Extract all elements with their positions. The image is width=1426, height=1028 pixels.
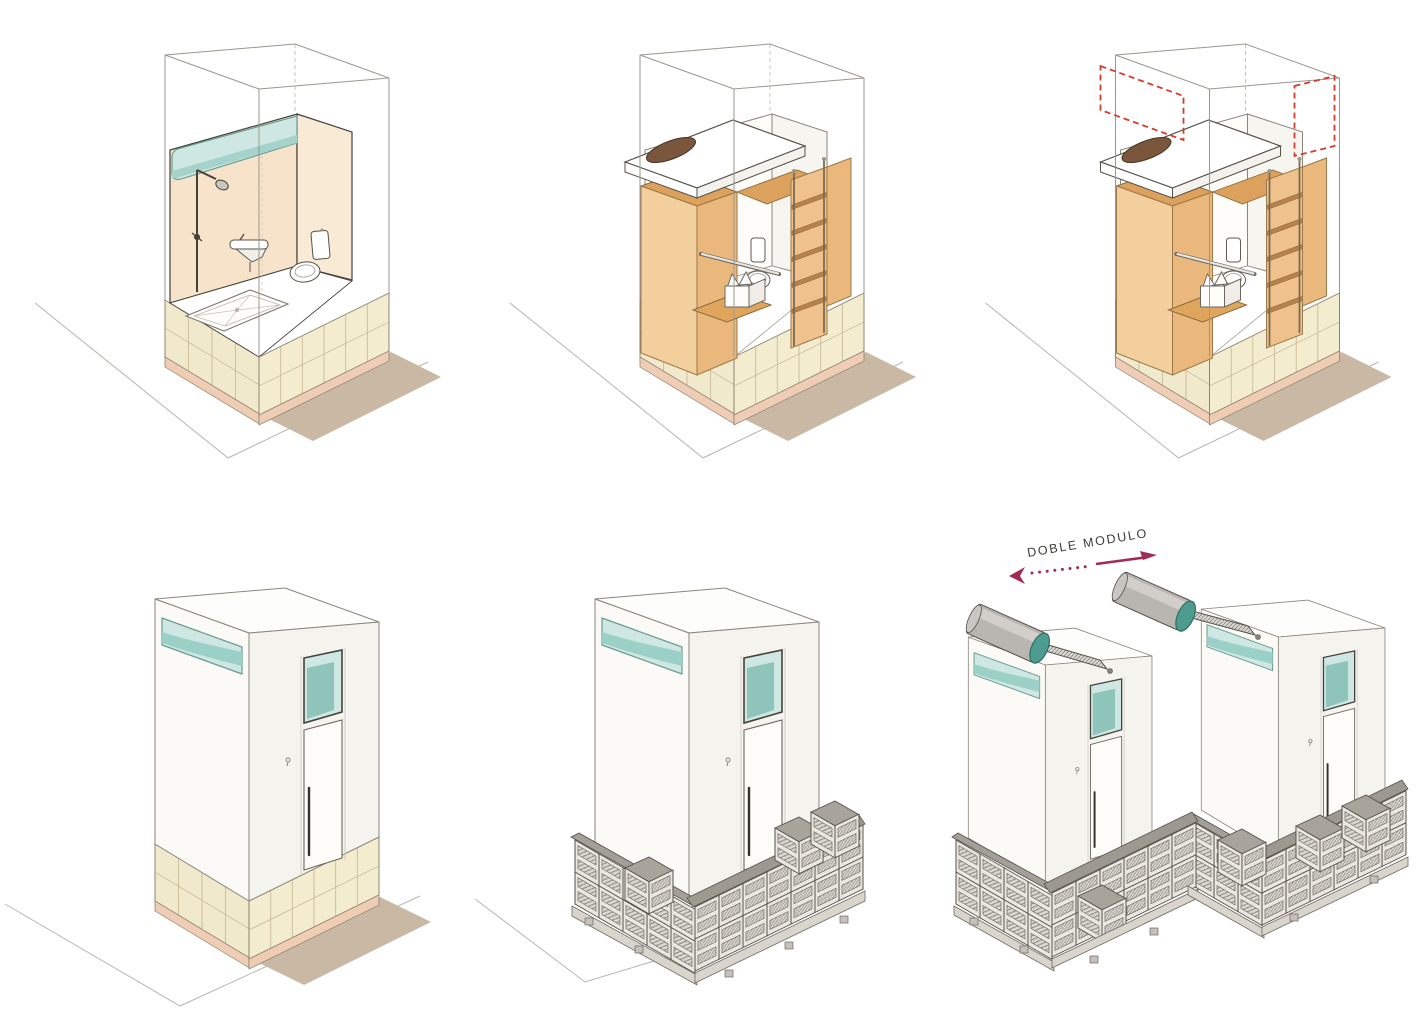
open-module-furnished-illustration — [509, 43, 917, 459]
pallets — [571, 890, 866, 986]
panel-open-module-bathroom — [0, 0, 475, 514]
shower-icon — [191, 169, 229, 292]
open-module-bathroom-illustration — [34, 43, 442, 459]
solar-heater-right — [1108, 569, 1261, 640]
panel-open-module-window-openings — [950, 0, 1426, 514]
crate-base — [570, 801, 866, 974]
solar-heater-left — [962, 601, 1113, 674]
toilet-icon — [289, 228, 331, 283]
closed-module-on-crates-illustration — [475, 586, 866, 986]
panel-closed-module-on-crates — [475, 514, 950, 1028]
panel-double-module: DOBLE MODULO — [950, 514, 1426, 1028]
double-module-arrow — [1009, 551, 1157, 584]
closed-module-illustration — [4, 586, 431, 1007]
open-module-window-openings-illustration — [985, 43, 1392, 459]
window-opening-markers — [1099, 64, 1336, 158]
doble-modulo-label: DOBLE MODULO — [1026, 526, 1149, 560]
double-module-illustration: DOBLE MODULO — [951, 526, 1409, 972]
panel-open-module-furnished — [475, 0, 950, 514]
bathroom-interior — [168, 113, 353, 358]
cast-shadow — [253, 897, 431, 985]
double-module-annotation: DOBLE MODULO — [1009, 526, 1157, 584]
arrow-dots — [1030, 565, 1087, 575]
crate-base — [951, 779, 1409, 961]
panel-closed-module — [0, 514, 475, 1028]
shower-tray-icon — [184, 289, 290, 332]
window-strip — [171, 115, 298, 180]
pallets — [953, 856, 1409, 972]
